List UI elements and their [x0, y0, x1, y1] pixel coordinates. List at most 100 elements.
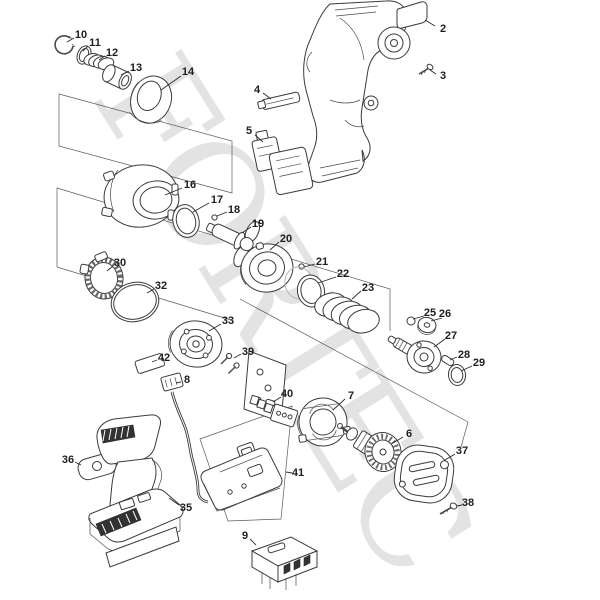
part-label-23: 23	[361, 282, 375, 294]
part-label-38: 38	[461, 497, 475, 509]
leader-line-33	[208, 323, 222, 332]
part-label-12: 12	[105, 47, 119, 59]
spindle-part-27	[387, 335, 442, 374]
leader-line-20	[269, 241, 280, 251]
leader-line-37	[444, 453, 456, 461]
leader-line-18	[216, 211, 228, 217]
leader-line-12	[98, 55, 106, 61]
pin-part-18	[211, 214, 218, 221]
terminals-part-40	[249, 394, 299, 428]
spring-part-12	[83, 53, 115, 71]
leader-line-41	[285, 471, 293, 474]
part-label-18: 18	[227, 204, 241, 216]
leader-line-29	[460, 365, 473, 372]
leader-line-2	[424, 19, 436, 27]
leader-line-35	[168, 497, 180, 506]
rear-cover-part-37	[393, 444, 455, 504]
part-label-3: 3	[439, 70, 447, 82]
leader-line-4	[262, 92, 272, 100]
part-label-42: 42	[157, 352, 171, 364]
leader-line-30	[106, 265, 114, 272]
part-label-6: 6	[405, 428, 413, 440]
leader-line-10	[66, 37, 75, 43]
part-label-26: 26	[438, 308, 452, 320]
leader-line-5	[254, 134, 264, 143]
leader-line-8	[175, 381, 182, 384]
leader-line-16	[164, 187, 183, 196]
part-label-20: 20	[279, 233, 293, 245]
part-label-7: 7	[347, 390, 355, 402]
part-label-32: 32	[154, 280, 168, 292]
stator-part-7	[297, 397, 352, 447]
part-label-36: 36	[61, 454, 75, 466]
leader-line-13	[120, 70, 130, 76]
part-label-4: 4	[253, 84, 261, 96]
housing-right-half	[303, 0, 411, 183]
part-label-41: 41	[291, 467, 305, 479]
part-label-5: 5	[245, 125, 253, 137]
washer-part-29	[447, 364, 467, 386]
part-label-40: 40	[280, 388, 294, 400]
part-label-9: 9	[241, 530, 249, 542]
pin-part-28	[441, 354, 455, 367]
hammer-part-20	[240, 242, 294, 293]
part-label-8: 8	[183, 374, 191, 386]
part-label-37: 37	[455, 445, 469, 457]
leader-line-19	[241, 226, 252, 234]
part-label-35: 35	[179, 502, 193, 514]
screw-part-3	[418, 63, 434, 76]
part-label-2: 2	[439, 23, 447, 35]
leader-line-9	[249, 538, 257, 546]
terminal-block-part-9	[250, 536, 319, 590]
leader-line-21	[303, 263, 316, 268]
leader-line-39	[233, 353, 242, 359]
leader-line-23	[351, 290, 362, 300]
leader-line-14	[160, 75, 182, 91]
switch-part-5	[251, 129, 314, 196]
o-ring-part-17	[172, 204, 200, 238]
bearing-gear-part-33	[168, 320, 223, 368]
housing-left-body-part-35	[88, 414, 184, 568]
leader-line-3	[429, 69, 437, 75]
leader-line-26	[430, 317, 443, 322]
part-label-29: 29	[472, 357, 486, 369]
leader-line-42	[151, 359, 158, 363]
part-label-21: 21	[315, 256, 329, 268]
leader-line-27	[433, 338, 446, 348]
part-label-11: 11	[89, 37, 101, 49]
nameplate-sticker-part-2	[396, 1, 428, 29]
leader-line-11	[82, 45, 89, 52]
leader-line-38	[456, 504, 463, 507]
part-label-33: 33	[221, 315, 235, 327]
part-label-17: 17	[210, 194, 224, 206]
part-label-13: 13	[129, 62, 143, 74]
screw-part-38	[439, 502, 458, 515]
part-label-39: 39	[241, 346, 255, 358]
leader-line-25	[412, 315, 425, 320]
part-label-14: 14	[181, 66, 195, 78]
part-label-10: 10	[74, 29, 88, 41]
sticker-part-42	[134, 353, 166, 374]
leader-line-17	[192, 202, 210, 213]
bumper-ring-part-14	[129, 75, 173, 124]
fr-lever-part-4	[257, 91, 301, 110]
part-label-22: 22	[336, 268, 350, 280]
o-ring-part-32	[110, 281, 160, 323]
part-label-25: 25	[423, 307, 437, 319]
leader-line-40	[272, 396, 282, 403]
leader-line-32	[146, 288, 155, 294]
part-label-28: 28	[457, 349, 471, 361]
leader-line-36	[74, 461, 82, 466]
part-label-27: 27	[444, 330, 458, 342]
spring-part-23	[314, 292, 380, 334]
leader-line-28	[449, 356, 458, 361]
leader-line-7	[332, 398, 346, 411]
part-label-16: 16	[183, 179, 197, 191]
sleeve-part-13	[102, 64, 132, 90]
controller-part-41	[200, 441, 283, 512]
